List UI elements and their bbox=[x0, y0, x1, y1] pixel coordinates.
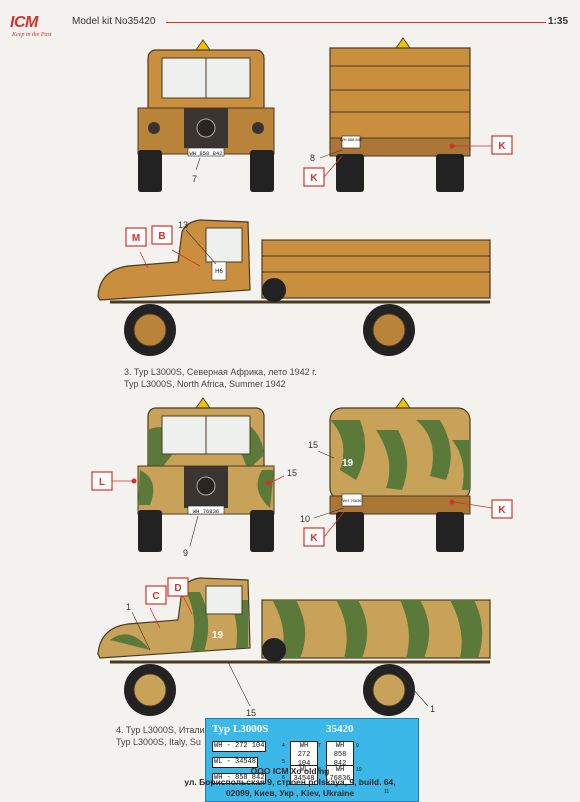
decal-plate: WH 76836 bbox=[326, 765, 354, 785]
variant-3-caption: 3. Typ L3000S, Северная Африка, лето 194… bbox=[124, 366, 317, 390]
callout-box-m: M bbox=[125, 227, 147, 247]
decal-sheet: Typ L3000S 35420 WH - 272 104 WL - 34548… bbox=[205, 718, 419, 802]
variant-3-caption-en: Typ L3000S, North Africa, Summer 1942 bbox=[124, 379, 286, 389]
front-view-top: WH 858 842 7 bbox=[137, 39, 275, 192]
callout-13: 13 bbox=[178, 220, 188, 230]
variant-4-caption-en: Typ L3000S, Italy, Su bbox=[116, 737, 201, 747]
header-divider bbox=[166, 22, 546, 23]
callout-box-l: L bbox=[91, 471, 113, 491]
rear-view-bottom: WH 76836 15 19 10 bbox=[300, 397, 493, 552]
callout-box-d: D bbox=[167, 577, 189, 597]
side-view-top: H6 13 bbox=[97, 219, 491, 356]
page-header: ICM Keep in the Past Model kit No35420 1… bbox=[0, 0, 580, 44]
svg-text:K: K bbox=[310, 173, 318, 184]
svg-text:H6: H6 bbox=[215, 269, 223, 275]
svg-text:C: C bbox=[152, 591, 159, 602]
callout-8: 8 bbox=[310, 153, 315, 163]
callout-19-rear: 19 bbox=[342, 458, 354, 469]
variant-3-caption-ru: 3. Typ L3000S, Северная Африка, лето 194… bbox=[124, 367, 317, 377]
callout-15-side: 15 bbox=[246, 708, 256, 718]
svg-text:WH 76836: WH 76836 bbox=[343, 498, 363, 503]
svg-text:K: K bbox=[498, 141, 506, 152]
svg-text:K: K bbox=[310, 533, 318, 544]
callout-box-k-4: K bbox=[303, 511, 345, 547]
callout-box-k-3: K bbox=[491, 499, 513, 519]
callout-box-c: C bbox=[145, 585, 167, 605]
callout-15-rear: 15 bbox=[308, 440, 318, 450]
rear-view-top: WH 858 842 8 bbox=[310, 37, 492, 192]
callout-box-k-1: K bbox=[491, 135, 513, 155]
decal-plate: WL - 34548 bbox=[212, 757, 259, 768]
decal-plate: WH - 272 104 bbox=[212, 741, 267, 752]
decal-number: 35420 bbox=[326, 723, 354, 735]
svg-text:WH 858 842: WH 858 842 bbox=[340, 137, 363, 142]
callout-7: 7 bbox=[192, 174, 197, 184]
scale-label: 1:35 bbox=[547, 16, 568, 27]
brand-tagline: Keep in the Past bbox=[12, 32, 52, 38]
variant-4-caption: 4. Typ L3000S, Италия, Typ L3000S, Italy… bbox=[116, 724, 212, 748]
brand-name: ICM bbox=[10, 14, 38, 31]
side-view-bottom: 19 1 1 15 bbox=[97, 577, 491, 718]
svg-text:B: B bbox=[158, 231, 165, 242]
svg-text:D: D bbox=[174, 583, 181, 594]
model-kit-number: Model kit No35420 bbox=[72, 16, 156, 27]
callout-9: 9 bbox=[183, 548, 188, 558]
footer-line-3: 02099, Киев, Укр , Kiev, Ukraine bbox=[225, 788, 355, 798]
svg-text:K: K bbox=[498, 505, 506, 516]
svg-text:15: 15 bbox=[287, 468, 297, 478]
icm-logo: ICM Keep in the Past bbox=[6, 14, 64, 42]
callout-1-front: 1 bbox=[126, 602, 131, 612]
callout-box-k-2: K bbox=[303, 155, 343, 187]
callout-1-rear: 1 bbox=[430, 704, 435, 714]
svg-text:L: L bbox=[99, 477, 105, 488]
footer-line-2: ул. Бориспольская 9, строен polskaya, 9,… bbox=[184, 777, 396, 787]
decal-plate: WH - 858 842 bbox=[212, 773, 267, 784]
front-plate-top: WH 858 842 bbox=[189, 150, 222, 157]
decal-title: Typ L3000S bbox=[212, 723, 269, 735]
variant-4-caption-ru: 4. Typ L3000S, Италия, bbox=[116, 725, 213, 735]
svg-text:M: M bbox=[132, 233, 140, 244]
front-view-bottom: WH 76836 9 15 bbox=[112, 397, 297, 558]
callout-box-b: B bbox=[151, 225, 173, 245]
callout-10: 10 bbox=[300, 514, 310, 524]
svg-text:WH 76836: WH 76836 bbox=[193, 508, 219, 515]
callout-19-side: 19 bbox=[212, 630, 224, 641]
decal-plate: WL 34548 bbox=[290, 765, 318, 785]
footer-line-1: ООО ICM Хо olding bbox=[250, 766, 330, 776]
